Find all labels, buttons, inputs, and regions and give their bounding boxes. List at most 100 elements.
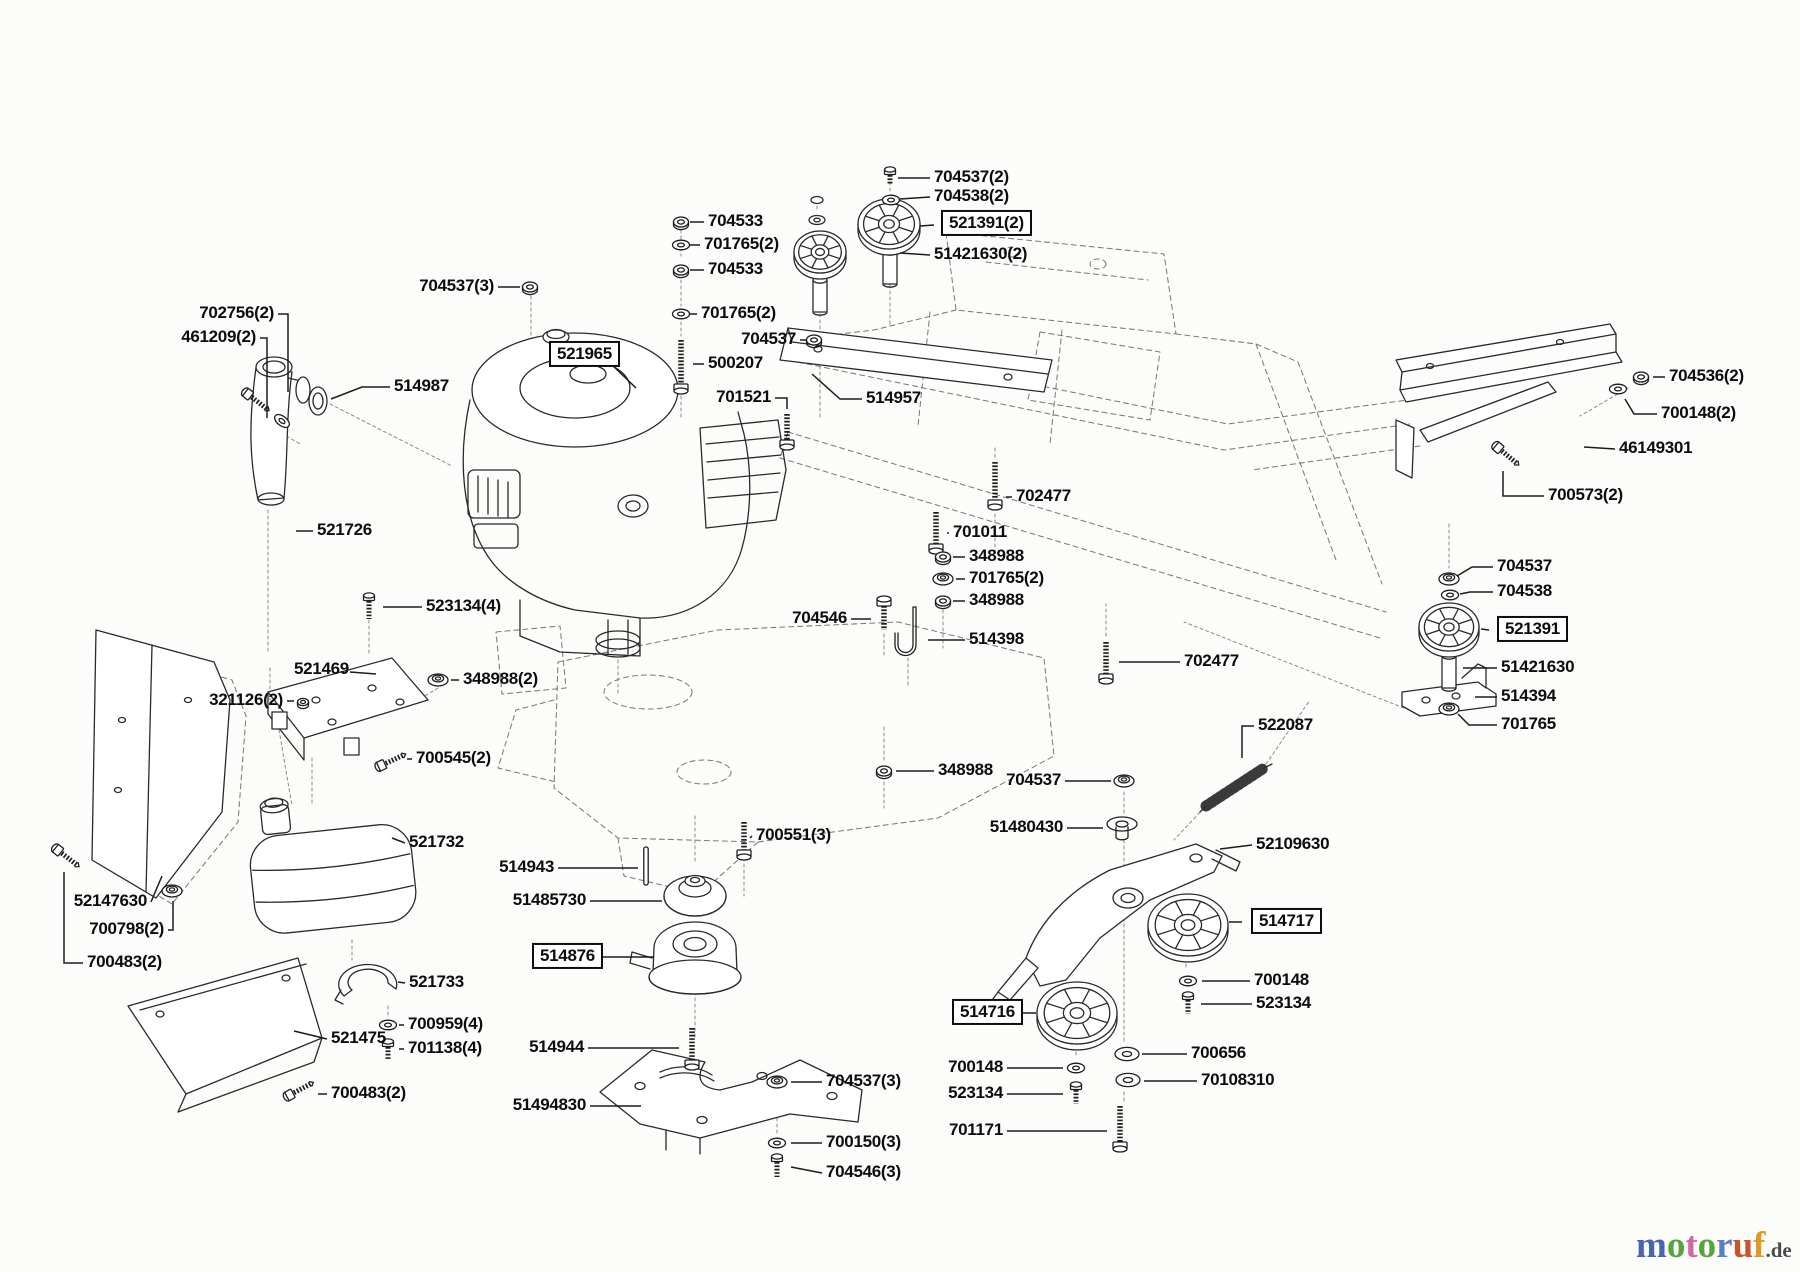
boltside-part xyxy=(240,387,270,412)
washer-part xyxy=(1178,975,1198,987)
pulley-illustrations xyxy=(793,198,1480,1051)
spacer-illustrations xyxy=(808,195,1457,692)
part-label-51494830: 51494830 xyxy=(512,1095,587,1115)
nut-part xyxy=(934,595,952,610)
part-label-704537-3-: 704537(3) xyxy=(826,1071,901,1091)
flangenut-part xyxy=(1438,702,1460,716)
part-label-522087: 522087 xyxy=(1258,715,1313,735)
part-label-514957: 514957 xyxy=(866,388,921,408)
fastener-glyphs xyxy=(50,166,1650,1177)
spring-illustration xyxy=(1199,762,1273,813)
rivet-part xyxy=(296,697,310,710)
part-label-704537: 704537 xyxy=(1497,556,1552,576)
bolt-part xyxy=(736,822,752,861)
part-label-514394: 514394 xyxy=(1501,686,1556,706)
part-label-521391-2-: 521391(2) xyxy=(941,209,1032,236)
part-label-700148: 700148 xyxy=(1254,970,1309,990)
leader-lines xyxy=(63,177,1665,1174)
part-label-514987: 514987 xyxy=(394,376,449,396)
part-label-701765-2-: 701765(2) xyxy=(969,568,1044,588)
clutch-illustration xyxy=(629,921,742,995)
boltside-part xyxy=(374,752,407,772)
boltside-part xyxy=(282,1080,315,1102)
washer-part xyxy=(378,1019,398,1031)
part-label-702477: 702477 xyxy=(1016,486,1071,506)
part-label-461209-2-: 461209(2) xyxy=(181,327,256,347)
part-label-514716: 514716 xyxy=(952,998,1023,1025)
washer-part xyxy=(881,194,901,206)
part-label-523134-4-: 523134(4) xyxy=(426,596,501,616)
nut-part xyxy=(805,334,823,349)
part-label-521469: 521469 xyxy=(294,659,349,679)
part-label-704538: 704538 xyxy=(1497,581,1552,601)
part-label-51485730: 51485730 xyxy=(512,890,587,910)
part-label-701171: 701171 xyxy=(949,1120,1003,1140)
part-label-704537: 704537 xyxy=(1006,770,1061,790)
screw-part xyxy=(1069,1081,1083,1104)
bracket-46149301-illustration xyxy=(1395,323,1623,479)
part-label-700148: 700148 xyxy=(948,1057,1003,1077)
logo-letter: u xyxy=(1732,1225,1754,1266)
nut-part xyxy=(672,264,690,279)
part-label-500207: 500207 xyxy=(708,353,763,373)
exhaust-pipe-illustration xyxy=(250,356,311,506)
bracket-51494830-illustration xyxy=(599,1049,863,1155)
logo-letter: f xyxy=(1753,1225,1766,1266)
nut-part xyxy=(1632,371,1650,386)
washer-part xyxy=(671,239,691,251)
screw-part xyxy=(381,1038,395,1060)
screw-part xyxy=(362,592,376,619)
part-label-321126-2-: 321126(2) xyxy=(209,690,283,710)
part-label-523134: 523134 xyxy=(1256,993,1311,1013)
logo-letter: o xyxy=(1697,1225,1717,1266)
part-label-701521: 701521 xyxy=(716,387,771,407)
flangenut-part xyxy=(766,1075,788,1089)
part-label-704538-2-: 704538(2) xyxy=(934,186,1009,206)
part-label-700545-2-: 700545(2) xyxy=(416,748,491,768)
washerlg-part xyxy=(1115,1072,1141,1088)
part-label-701138-4-: 701138(4) xyxy=(408,1038,482,1058)
nut-part xyxy=(672,216,690,231)
part-label-704546-3-: 704546(3) xyxy=(826,1162,901,1182)
nut-part xyxy=(875,765,893,780)
gasket-illustration xyxy=(308,386,328,416)
washer-part xyxy=(1440,589,1460,601)
mower-deck-illustration xyxy=(495,621,1055,895)
part-label-514943: 514943 xyxy=(499,857,554,877)
washer-part xyxy=(274,413,290,429)
bolt-part xyxy=(928,512,944,555)
bolt-part xyxy=(684,1028,700,1071)
part-label-521732: 521732 xyxy=(409,832,464,852)
washer-part xyxy=(767,1137,787,1149)
part-label-514717: 514717 xyxy=(1251,907,1322,934)
boltside-part xyxy=(1491,440,1520,466)
part-label-701765-2-: 701765(2) xyxy=(704,234,779,254)
part-label-514944: 514944 xyxy=(529,1037,584,1057)
washer-part xyxy=(1608,383,1628,395)
part-label-70108310: 70108310 xyxy=(1201,1070,1275,1090)
part-label-348988: 348988 xyxy=(969,590,1024,610)
part-label-704537: 704537 xyxy=(741,329,796,349)
clamp-illustration xyxy=(334,963,398,1005)
part-label-704537-3-: 704537(3) xyxy=(419,276,494,296)
part-label-51421630-2-: 51421630(2) xyxy=(934,244,1028,264)
part-label-348988: 348988 xyxy=(969,546,1024,566)
part-label-521391: 521391 xyxy=(1497,615,1568,642)
bolt-part xyxy=(1098,642,1114,685)
part-label-52109630: 52109630 xyxy=(1256,834,1330,854)
part-label-700656: 700656 xyxy=(1191,1043,1246,1063)
part-label-348988-2-: 348988(2) xyxy=(463,669,538,689)
alignment-lines xyxy=(267,181,1629,1135)
key-part xyxy=(643,846,649,886)
logo-letter: t xyxy=(1685,1225,1698,1266)
shield-illustration xyxy=(127,957,323,1113)
washer-part xyxy=(1066,1062,1086,1074)
bolt-part xyxy=(779,414,795,451)
part-label-514876: 514876 xyxy=(532,942,603,969)
cover-panel-illustration xyxy=(91,629,247,905)
logo-letter: o xyxy=(1666,1225,1686,1266)
bolt-part xyxy=(673,340,689,395)
bolt-part xyxy=(876,595,892,630)
